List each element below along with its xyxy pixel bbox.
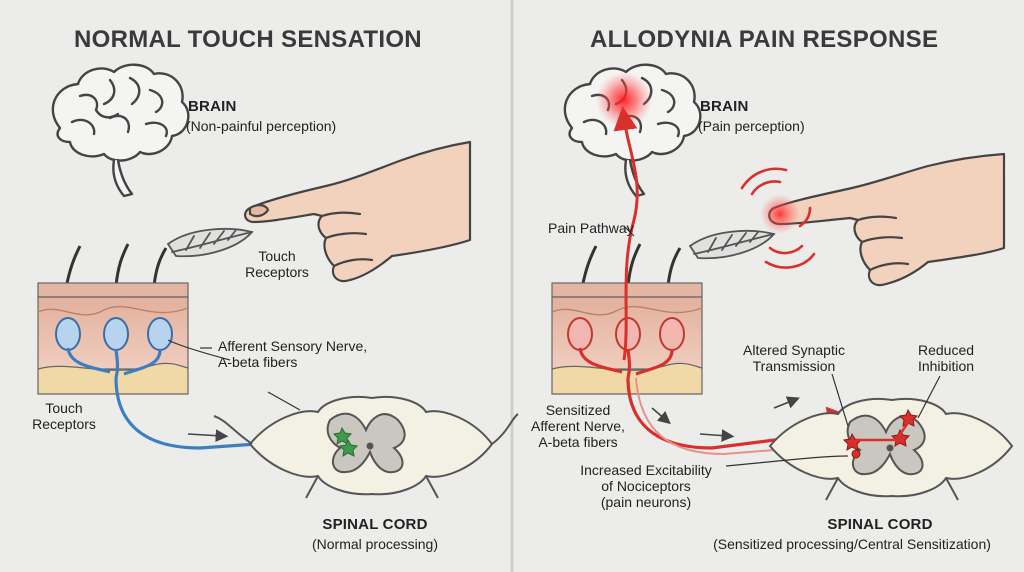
feather-icon	[166, 228, 254, 258]
panel-title-allodynia: ALLODYNIA PAIN RESPONSE	[590, 26, 939, 53]
pain-pathway-line	[613, 106, 639, 361]
touch-receptor-icon	[55, 317, 173, 351]
brain-sublabel: (Non-painful perception)	[186, 118, 337, 134]
reduced-inhibition-label: Reduced Inhibition	[904, 342, 988, 374]
brain-icon	[51, 63, 190, 198]
feather-icon	[688, 230, 776, 260]
altered-synaptic-line1: Altered Synaptic	[743, 342, 845, 358]
sensitized-synapse-icon	[842, 408, 919, 459]
spinal-cord-sublabel: (Normal processing)	[311, 536, 439, 552]
afferent-nerve-label-line1: Afferent Sensory Nerve,	[218, 338, 368, 354]
touch-receptors-label: Touch Receptors	[232, 248, 322, 280]
skin-touch-receptors-line1: Touch	[45, 400, 83, 416]
increased-excitability-line1: Increased Excitability	[580, 462, 712, 478]
increased-excitability-line2: of Nociceptors	[601, 478, 691, 495]
reduced-inhibition-line1: Reduced	[917, 342, 975, 358]
skin-touch-receptors-label: Touch Receptors	[20, 400, 108, 432]
flow-arrow	[651, 396, 800, 442]
flow-arrow	[187, 429, 229, 443]
afferent-nerve-normal	[66, 347, 330, 450]
hand-icon	[768, 152, 1006, 287]
sensitized-nerve-line1: Sensitized	[545, 402, 611, 418]
skin-touch-receptors-line2: Receptors	[32, 416, 96, 433]
brain-pain-glow	[596, 72, 652, 128]
leader-lines	[167, 339, 301, 411]
spinal-cord-label: SPINAL CORD	[827, 516, 933, 533]
pain-signal-waves	[740, 167, 816, 269]
spinal-cord-sublabel: (Sensitized processing/Central Sensitiza…	[713, 536, 991, 552]
spinal-cord-icon	[768, 398, 1014, 501]
spinal-cord-label: SPINAL CORD	[322, 516, 428, 533]
increased-excitability-line3: (pain neurons)	[600, 494, 692, 511]
synapse-icon	[332, 426, 359, 457]
sensitized-nerve-line2: Afferent Nerve,	[531, 418, 625, 435]
spinal-cord-icon	[213, 396, 519, 499]
afferent-nerve-label-line2: A-beta fibers	[218, 354, 298, 371]
pain-pathway-label: Pain Pathway	[548, 220, 634, 236]
afferent-nerve-sensitized	[578, 347, 840, 450]
hand-icon	[244, 140, 472, 283]
reduced-inhibition-line2: Inhibition	[917, 358, 975, 375]
afferent-nerve-label: Afferent Sensory Nerve, A-beta fibers	[218, 338, 367, 370]
sensitized-receptor-icon	[567, 317, 685, 351]
sensitized-nerve-label: Sensitized Afferent Nerve, A-beta fibers	[518, 402, 638, 450]
increased-excitability-label: Increased Excitability of Nociceptors (p…	[556, 462, 736, 510]
touch-receptors-label-line2: Receptors	[245, 264, 309, 281]
leader-lines	[623, 225, 941, 467]
brain-sublabel: (Pain perception)	[698, 118, 805, 134]
touch-receptors-label-line1: Touch	[258, 248, 296, 264]
altered-synaptic-label: Altered Synaptic Transmission	[724, 342, 864, 374]
altered-synaptic-line2: Transmission	[752, 358, 836, 375]
panel-title-normal: NORMAL TOUCH SENSATION	[74, 26, 422, 53]
brain-label: BRAIN	[188, 98, 237, 115]
sensitized-nerve-line3: A-beta fibers	[538, 434, 618, 451]
brain-label: BRAIN	[700, 98, 749, 115]
synaptic-connection	[856, 419, 911, 442]
finger-pain-glow	[760, 194, 800, 234]
